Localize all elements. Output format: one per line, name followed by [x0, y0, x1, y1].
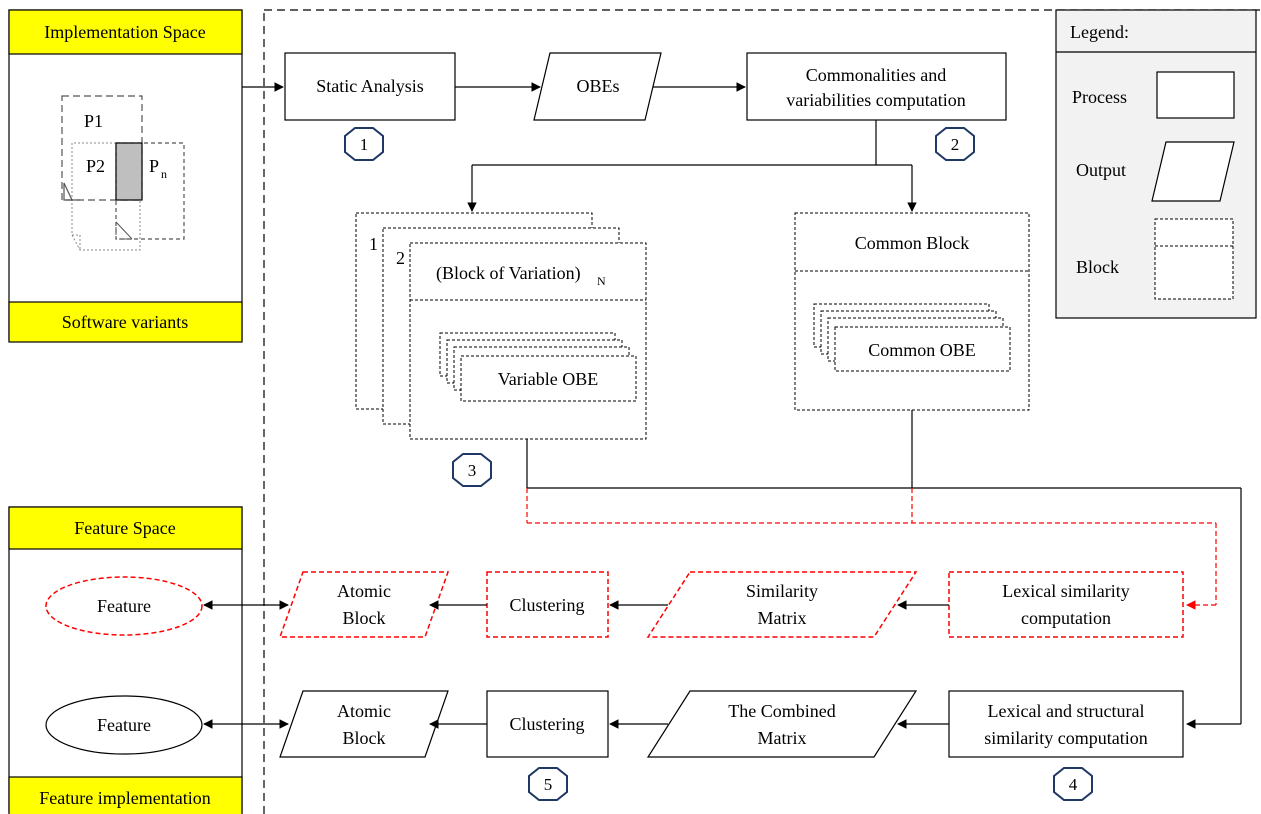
stack-number-2: 2 [396, 248, 405, 268]
step-badge-5: 5 [528, 767, 568, 801]
svg-text:Clustering: Clustering [510, 595, 585, 615]
legend-block-shape [1154, 218, 1234, 300]
step-badge-3: 3 [452, 453, 492, 487]
block-of-variation-subscript: N [597, 274, 606, 288]
clustering-bottom-process: Clustering [486, 690, 609, 758]
blocks-of-variation-stack: 1 2 (Block of Variation) N Variable OBE [355, 212, 647, 440]
step-badge-2: 2 [935, 127, 975, 161]
software-variants-label: Software variants [62, 312, 188, 332]
block-of-variation-title: (Block of Variation) [436, 263, 581, 284]
static-analysis-process: Static Analysis [284, 52, 456, 121]
feature-space-header [8, 506, 243, 550]
commonalities-process: Commonalities and variabilities computat… [746, 52, 1007, 121]
svg-text:Lexical and structural: Lexical and structural [988, 701, 1145, 721]
legend-block-label: Block [1076, 257, 1119, 277]
stack-number-1: 1 [369, 234, 378, 254]
variant-p1-label: P1 [84, 111, 103, 131]
feature-ellipse-top [45, 576, 203, 636]
common-block: Common Block Common OBE [794, 212, 1030, 411]
block-connectors-black [526, 410, 1242, 729]
atomic-block-top-output: Atomic Block [278, 571, 450, 638]
svg-text:similarity computation: similarity computation [984, 728, 1147, 748]
similarity-matrix-output: Similarity Matrix [646, 571, 918, 638]
svg-text:OBEs: OBEs [576, 76, 619, 96]
lexical-similarity-process: Lexical similarity computation [948, 571, 1184, 638]
svg-text:5: 5 [544, 775, 553, 794]
common-obe-stack: Common OBE [813, 303, 1011, 372]
svg-text:Static Analysis: Static Analysis [316, 76, 424, 96]
feature-implementation-footer [8, 776, 243, 814]
svg-text:Commonalities and: Commonalities and [806, 65, 946, 85]
combined-matrix-output: The Combined Matrix [646, 690, 918, 758]
feature-ellipse-bottom [45, 695, 203, 755]
svg-text:4: 4 [1069, 775, 1078, 794]
implementation-space-panel: Implementation Space Software variants P… [8, 9, 243, 343]
svg-text:2: 2 [951, 135, 960, 154]
svg-text:Matrix: Matrix [758, 728, 807, 748]
top-arrows [242, 82, 917, 212]
svg-text:variabilities computation: variabilities computation [786, 90, 965, 110]
feature-implementation-label: Feature implementation [39, 788, 210, 808]
feature-space-panel: Feature Space Feature implementation Fea… [8, 506, 243, 814]
clustering-top-process: Clustering [486, 571, 609, 638]
variant-pn-label: P [149, 156, 159, 176]
variant-pn-subscript: n [161, 167, 167, 181]
lexical-structural-process: Lexical and structural similarity comput… [948, 690, 1184, 758]
legend-output-shape [1151, 141, 1235, 202]
svg-text:computation: computation [1021, 608, 1111, 628]
legend-output-label: Output [1076, 160, 1126, 180]
svg-text:Atomic: Atomic [337, 701, 391, 721]
svg-text:3: 3 [468, 461, 477, 480]
feature-space-title: Feature Space [74, 518, 175, 538]
svg-text:Lexical similarity: Lexical similarity [1002, 581, 1129, 601]
svg-text:Atomic: Atomic [337, 581, 391, 601]
implementation-space-header [8, 9, 243, 55]
process-boundary [263, 9, 1261, 814]
svg-text:1: 1 [360, 135, 369, 154]
implementation-space-title: Implementation Space [44, 22, 205, 42]
variant-documents-icon: P1 P2 P n [61, 95, 185, 251]
variable-obe-stack: Variable OBE [439, 332, 637, 402]
legend-title: Legend: [1070, 22, 1129, 42]
feature-bottom-label: Feature [97, 715, 151, 735]
svg-text:Block: Block [343, 608, 386, 628]
step-badge-4: 4 [1053, 767, 1093, 801]
software-variants-footer [8, 301, 243, 343]
svg-text:Similarity: Similarity [746, 581, 818, 601]
svg-text:Block: Block [343, 728, 386, 748]
atomic-block-bottom-output: Atomic Block [279, 690, 449, 758]
common-block-title: Common Block [855, 233, 970, 253]
step-badge-1: 1 [344, 127, 384, 161]
svg-text:Matrix: Matrix [758, 608, 807, 628]
feature-top-label: Feature [97, 596, 151, 616]
variable-obe-label: Variable OBE [498, 369, 598, 389]
block-connectors-red [526, 488, 1217, 610]
variant-p2-label: P2 [86, 156, 105, 176]
obes-output: OBEs [533, 52, 662, 121]
legend-process-label: Process [1072, 87, 1127, 107]
legend-process-shape [1156, 71, 1235, 119]
svg-text:The Combined: The Combined [728, 701, 835, 721]
common-obe-label: Common OBE [868, 340, 976, 360]
legend-box: Legend: Process Output Block [1055, 9, 1257, 319]
svg-text:Clustering: Clustering [510, 714, 585, 734]
